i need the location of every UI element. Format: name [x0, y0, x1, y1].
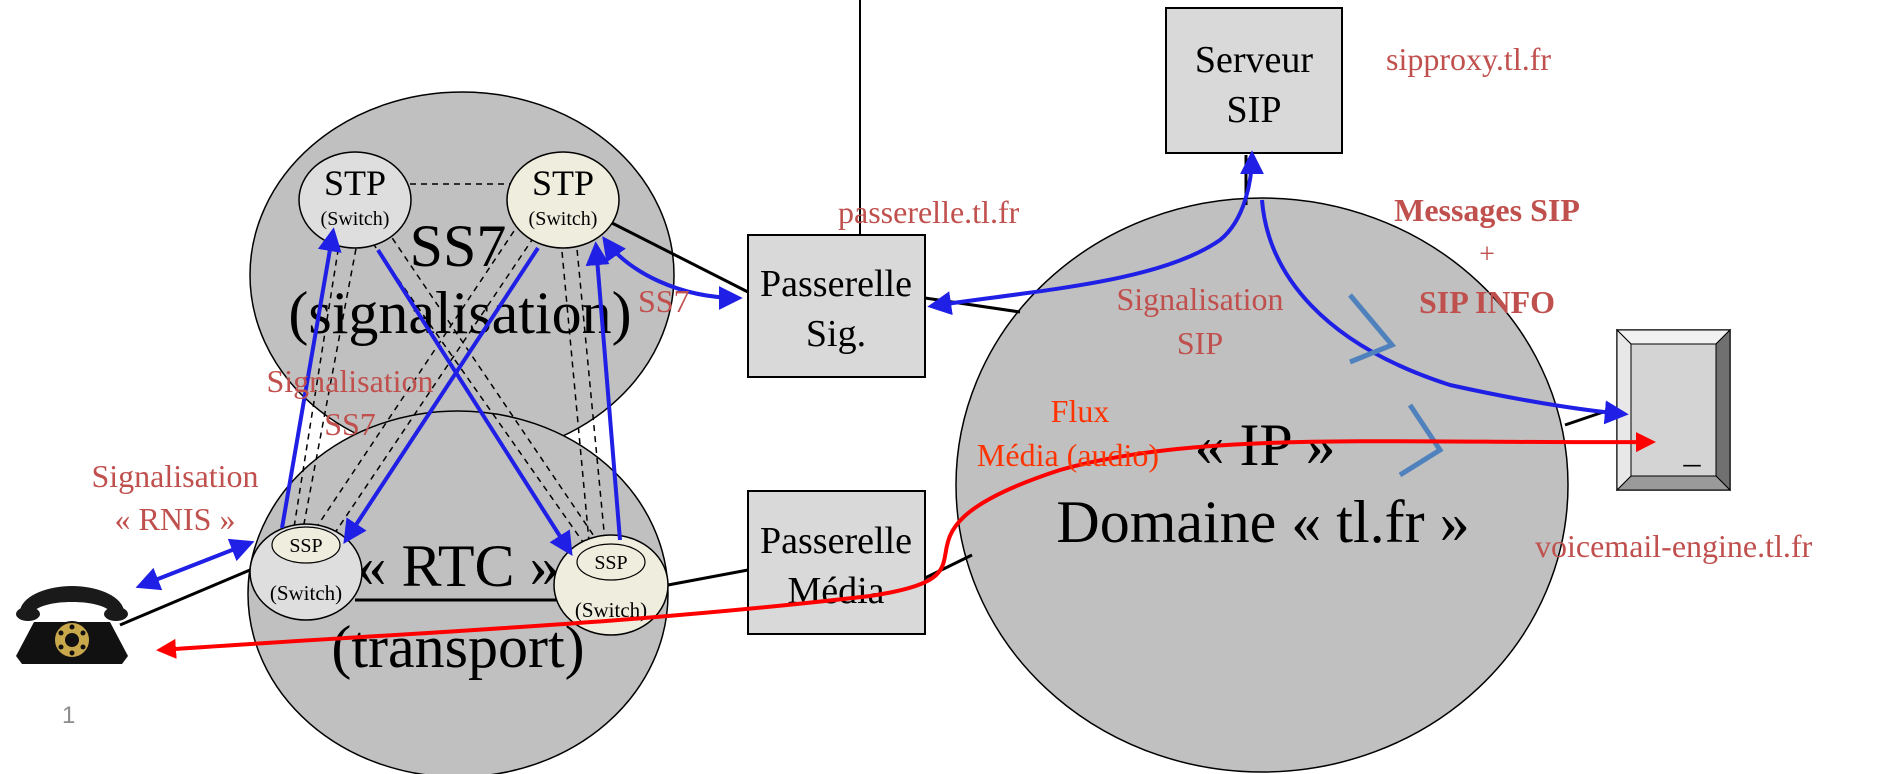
- signalisation-ss7-line2: SS7: [324, 406, 376, 442]
- sip-info-label: SIP INFO: [1419, 284, 1555, 320]
- signalisation-sip-line2: SIP: [1177, 325, 1223, 361]
- passerelle-sig-line2: Sig.: [806, 313, 866, 355]
- flux-media-line2: Média (audio): [977, 437, 1159, 473]
- stp-left-node: [298, 151, 412, 249]
- passerelle-media-box: [747, 490, 926, 635]
- ss7-cloud-subtitle: (signalisation): [288, 280, 631, 346]
- passerelle-media-line2: Média: [787, 570, 884, 612]
- plus-label: +: [1479, 239, 1495, 270]
- terminal-box-icon: _: [1615, 328, 1732, 492]
- voicemail-host-label: voicemail-engine.tl.fr: [1535, 528, 1813, 564]
- flux-media-line1: Flux: [1051, 393, 1110, 429]
- serveur-sip-line2: SIP: [1227, 89, 1282, 131]
- rotary-telephone-icon: [16, 586, 128, 664]
- rtc-cloud-title: « RTC »: [356, 533, 559, 599]
- signalisation-rnis-line2: « RNIS »: [115, 501, 236, 537]
- stp-right-sub: (Switch): [529, 208, 598, 230]
- passerelle-sig-box: [747, 234, 926, 378]
- stp-right-name: STP: [532, 163, 594, 203]
- passerelle-sig-line1: Passerelle: [760, 263, 912, 305]
- passerelle-host-label: passerelle.tl.fr: [838, 194, 1020, 230]
- ssp-left-name: SSP: [289, 535, 322, 557]
- stp-left-sub: (Switch): [321, 208, 390, 230]
- ip-cloud-subtitle: Domaine « tl.fr »: [1056, 489, 1469, 555]
- messages-sip-label: Messages SIP: [1394, 192, 1580, 228]
- ss7-cloud-title: SS7: [410, 213, 507, 279]
- media-flow-arrow: [156, 432, 1656, 659]
- sipproxy-host-label: sipproxy.tl.fr: [1386, 41, 1551, 77]
- signalisation-sip-line1: Signalisation: [1116, 281, 1283, 317]
- stp-left-name: STP: [324, 163, 386, 203]
- serveur-sip-line1: Serveur: [1195, 39, 1314, 81]
- ssp-left-sub: (Switch): [270, 581, 342, 605]
- signalisation-ss7-line1: Signalisation: [266, 363, 433, 399]
- ss7-link-label: SS7: [638, 283, 690, 319]
- ssp-right-name: SSP: [594, 552, 627, 574]
- serveur-sip-box: [1165, 7, 1343, 154]
- terminal-cursor: _: [1683, 433, 1702, 470]
- slide-number: 1: [62, 702, 75, 729]
- signalisation-rnis-line1: Signalisation: [91, 458, 258, 494]
- stp-right-node: [506, 151, 620, 249]
- passerelle-media-line1: Passerelle: [760, 520, 912, 562]
